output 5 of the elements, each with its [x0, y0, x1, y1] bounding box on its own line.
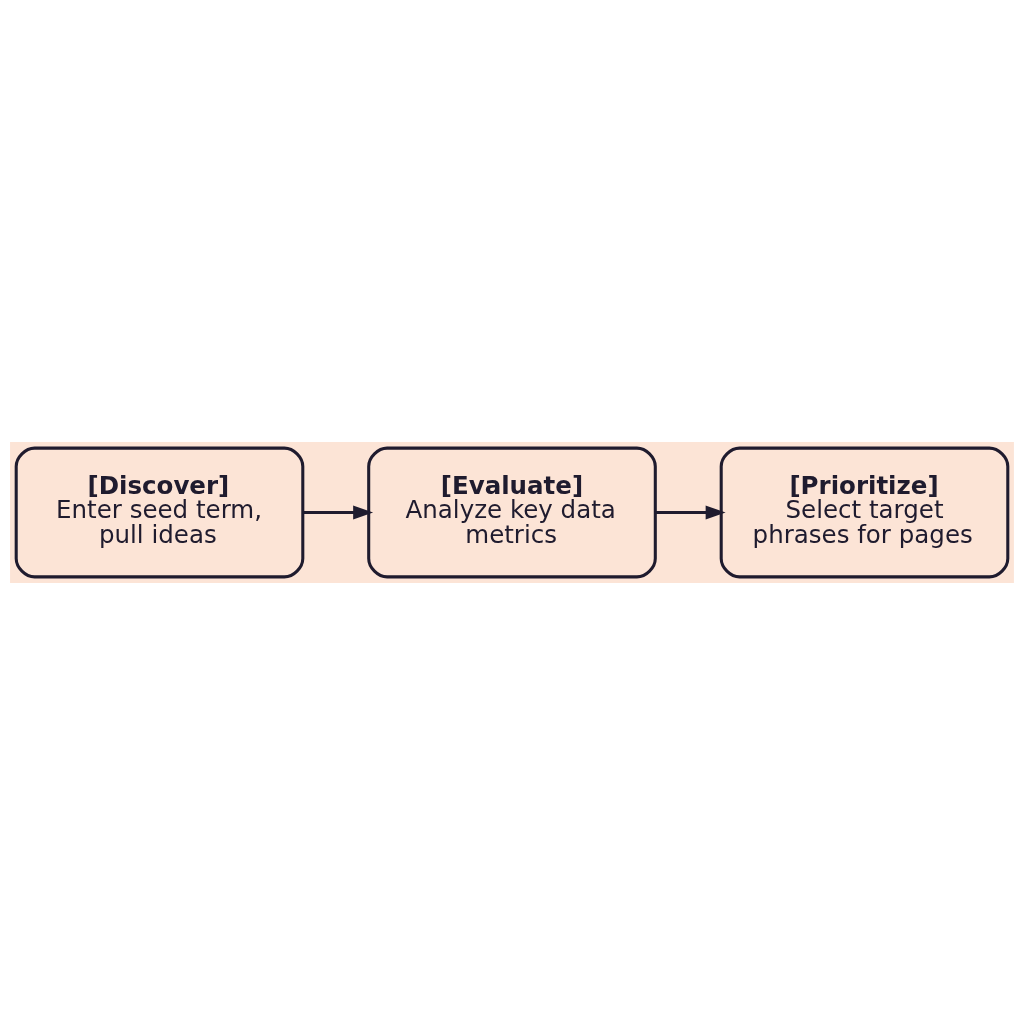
arrow [303, 505, 374, 519]
arrow [655, 505, 726, 519]
node-box: [Discover] Enter seed term, pull ideas [14, 446, 305, 578]
node-box: [Evaluate] Analyze key data metrics [367, 446, 657, 578]
node-box: [Prioritize] Select target phrases for pages [719, 446, 1010, 578]
